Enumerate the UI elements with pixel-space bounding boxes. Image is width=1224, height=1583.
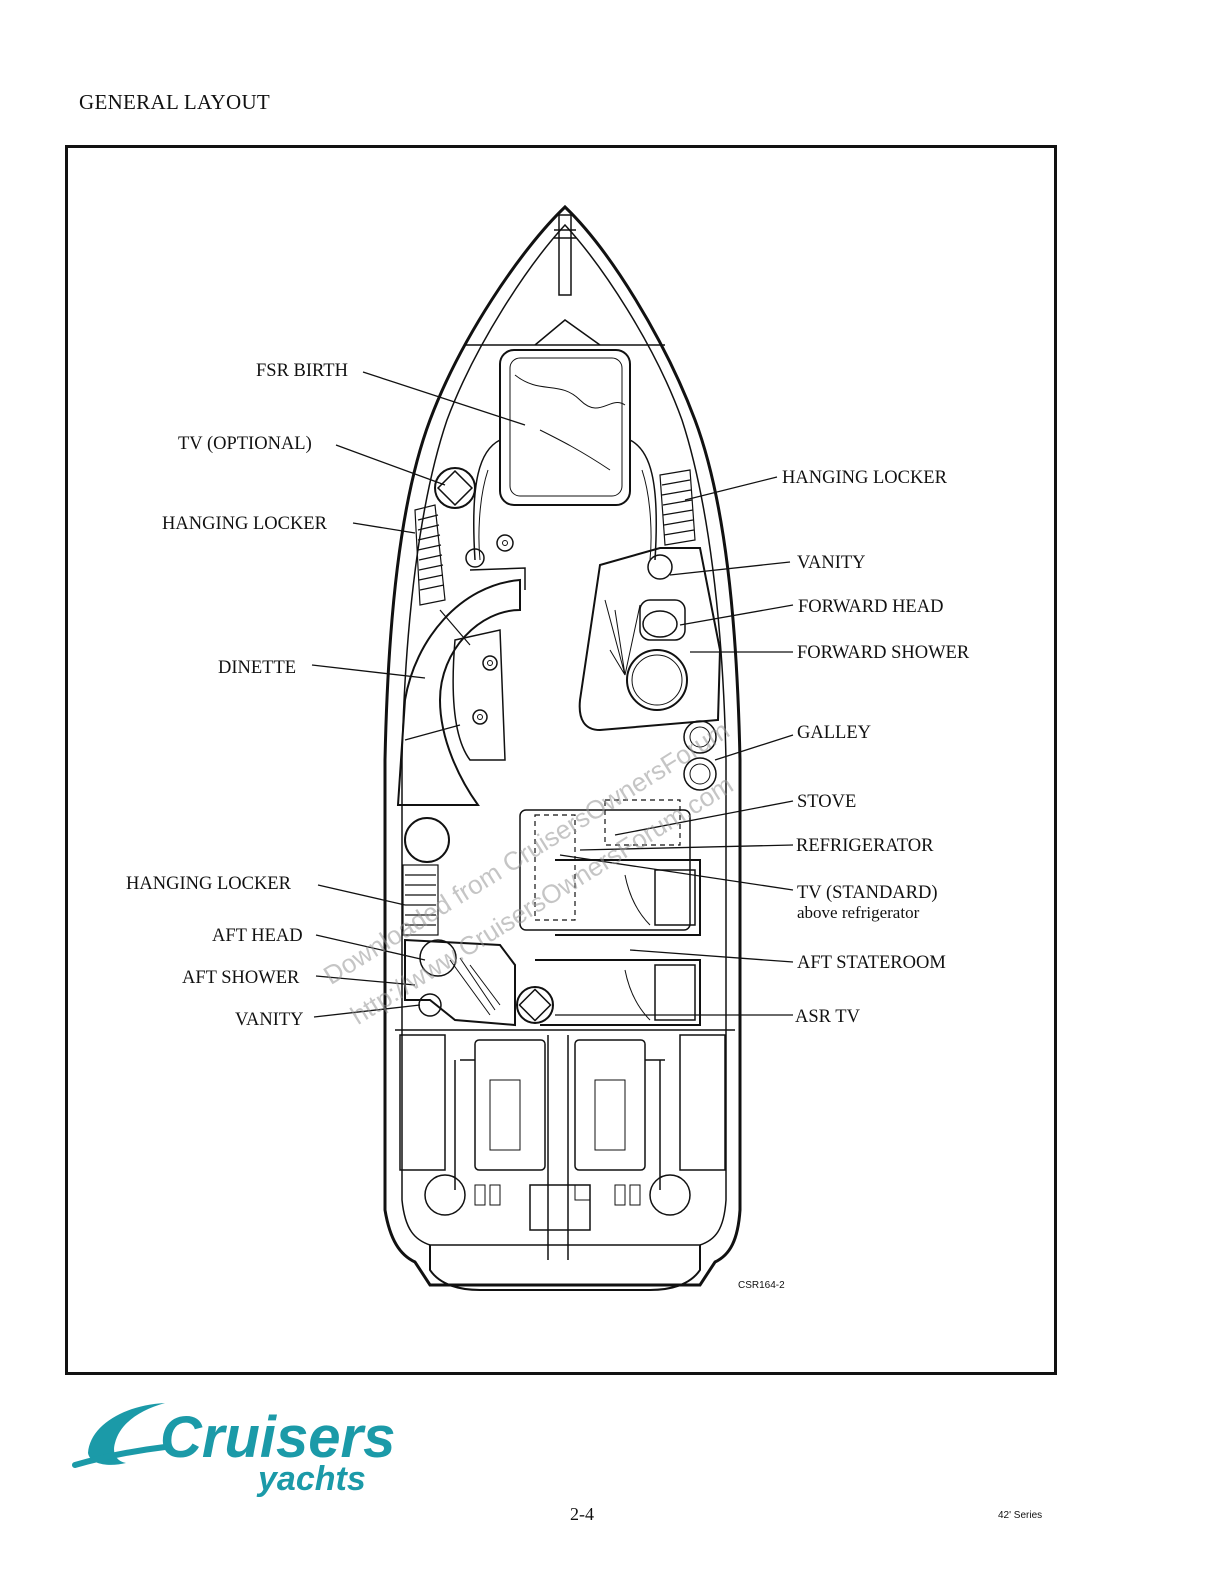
label-tv-standard-note: above refrigerator [797,903,920,922]
label-aft-shower: AFT SHOWER [182,968,300,988]
label-asr-tv: ASR TV [795,1007,860,1027]
galley [683,720,717,791]
label-hanging-locker-aft-left: HANGING LOCKER [126,874,291,894]
dinette [396,578,521,806]
hanging-locker-fwd-left [414,504,446,606]
aft-stateroom [535,859,701,1026]
page-title: GENERAL LAYOUT [79,90,271,114]
figure-reference: CSR164-2 [738,1280,785,1291]
label-vanity-fwd: VANITY [797,553,866,573]
engine-room [395,1029,735,1260]
label-dinette: DINETTE [218,658,297,678]
label-refrigerator: REFRIGERATOR [796,836,934,856]
label-forward-head: FORWARD HEAD [798,597,944,617]
leader-lines [311,371,794,1018]
logo-swoosh-icon [88,1403,165,1465]
label-tv-optional: TV (OPTIONAL) [178,434,312,454]
forward-head [578,547,722,732]
label-hanging-locker-right: HANGING LOCKER [782,468,947,488]
cruisers-yachts-logo: Cruisers yachts [72,1403,395,1498]
hull-inner [401,223,727,1246]
swim-platform [429,1245,701,1291]
label-tv-standard: TV (STANDARD) [797,883,938,903]
label-vanity-aft: VANITY [235,1010,304,1030]
hanging-locker-right [659,469,696,546]
mid-left-fixture [404,817,450,863]
hanging-locker-aft-left [402,864,439,936]
series-label: 42' Series [998,1510,1043,1521]
logo-sub-text: yachts [256,1460,366,1498]
label-stove: STOVE [797,792,857,812]
label-galley: GALLEY [797,723,871,743]
label-forward-shower: FORWARD SHOWER [797,643,970,663]
tv-optional [434,467,476,509]
asr-tv [516,986,554,1024]
label-aft-stateroom: AFT STATEROOM [797,953,946,973]
hull-outline [383,204,742,1287]
aft-head [404,938,516,1027]
bow-anchor [558,214,572,296]
label-hanging-locker-fwd-left: HANGING LOCKER [162,514,327,534]
page-number: 2-4 [570,1504,594,1524]
figure-frame [65,145,1057,1375]
label-aft-head: AFT HEAD [212,926,303,946]
fsr-berth [499,349,631,506]
logo-brand-text: Cruisers [160,1405,395,1470]
label-fsr-birth: FSR BIRTH [256,361,348,381]
